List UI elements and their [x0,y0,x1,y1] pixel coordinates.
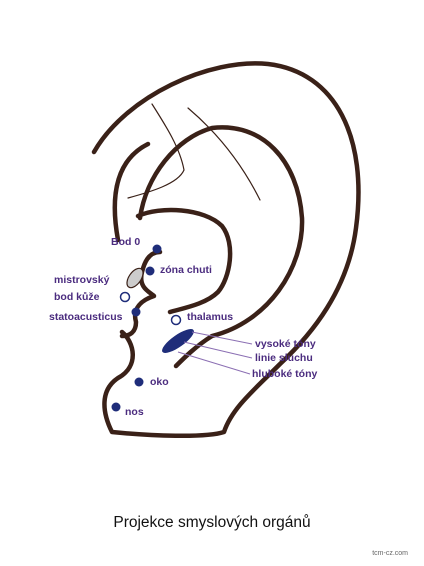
label-bod-0: Bod 0 [111,236,140,248]
antihelix-line [137,125,305,369]
label-mistrovsky-line2: bod kůže [54,291,100,303]
concha-top-line [135,207,233,315]
point-zona-chuti [145,266,155,276]
helix-crus-line [112,141,151,243]
label-mistrovsky-line1: mistrovský [54,274,110,286]
crus-antihelix-line [187,107,261,201]
taste-zone-oval [126,267,144,289]
triangular-fossa-line [127,103,185,199]
point-statoacusticus [131,307,141,317]
hearing-line-oval [162,329,194,353]
label-linie-sluchu: linie sluchu [255,352,313,364]
label-zona-chuti: zóna chuti [160,264,212,276]
outer-helix-line [91,61,361,439]
leader-line-vysoke-tony [191,331,253,345]
leader-line-hluboke-tony [177,351,251,375]
label-statoacusticus: statoacusticus [49,311,123,323]
ear-outline [91,61,361,439]
label-thalamus: thalamus [187,311,233,323]
label-hluboke-tony: hluboké tóny [252,368,317,380]
label-oko: oko [150,376,169,388]
label-vysoke-tony: vysoké tóny [255,338,316,350]
point-oko [134,377,144,387]
point-nos [111,402,121,412]
source-credit: tcm-cz.com [372,550,408,557]
point-bod-0 [152,244,162,254]
label-nos: nos [125,406,144,418]
tragus-line [119,249,163,339]
figure-caption: Projekce smyslových orgánů [113,514,311,531]
leader-lines [177,331,253,375]
point-mistrovsky-bod-kuze [119,291,131,303]
point-thalamus [170,314,182,326]
leader-line-linie-sluchu [183,341,253,359]
